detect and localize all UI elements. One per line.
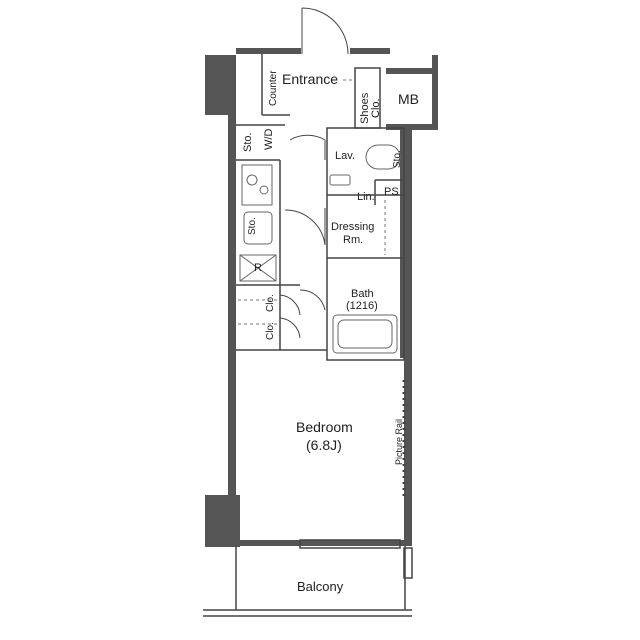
right-long-wall — [404, 128, 412, 546]
clo-upper-label: Clo. — [265, 294, 276, 312]
partitions — [236, 54, 405, 361]
fridge-box — [239, 254, 277, 282]
bedroom-label-2: (6.8J) — [306, 437, 342, 453]
shoes-clo-label-2: Clo. — [370, 98, 382, 118]
ps-label: PS — [384, 186, 399, 198]
mb-wall-right — [432, 55, 438, 130]
balcony-area — [203, 539, 413, 617]
counter-label: Counter — [268, 70, 279, 106]
shoes-clo-label-1: Shoes — [359, 92, 371, 124]
toilet — [365, 144, 401, 170]
room-labels: Entrance Counter Shoes Clo. MB Sto. W/D … — [242, 70, 419, 594]
bath-label-1: Bath — [351, 288, 374, 300]
left-long-wall — [228, 55, 236, 545]
sink — [243, 211, 273, 245]
dressing-label-1: Dressing — [331, 221, 374, 233]
clo-lower-label: Clo. — [265, 322, 276, 340]
interior-doors — [279, 134, 326, 339]
dressing-label-2: Rm. — [343, 234, 363, 246]
bedroom-label-1: Bedroom — [296, 419, 353, 435]
lin-label: Lin. — [357, 191, 375, 203]
balcony-label: Balcony — [297, 579, 344, 594]
r-label: R — [254, 262, 262, 274]
bath-right-wall — [400, 128, 406, 358]
washbasin-counter — [329, 174, 351, 186]
wd-label: W/D — [263, 129, 275, 150]
entrance-door — [301, 7, 349, 55]
bath-label-2: (1216) — [346, 300, 378, 312]
top-wall-right — [350, 48, 390, 54]
mb-wall-bottom — [386, 124, 438, 130]
picture-rail-label: Picture Rail — [394, 419, 404, 465]
sto-kitchen-label: Sto. — [247, 217, 258, 235]
sto-wd-label: Sto. — [242, 132, 254, 152]
bathtub — [332, 314, 398, 354]
walls — [205, 48, 438, 547]
right-upper-wall — [386, 68, 438, 74]
fixtures — [238, 144, 401, 354]
mb-label: MB — [398, 91, 419, 107]
stove — [241, 164, 273, 206]
lav-label: Lav. — [335, 150, 355, 162]
top-wall-left — [236, 48, 301, 54]
bottom-wall — [236, 540, 412, 546]
entrance-label: Entrance — [282, 71, 338, 87]
sto-lav-label: Sto. — [392, 150, 403, 168]
